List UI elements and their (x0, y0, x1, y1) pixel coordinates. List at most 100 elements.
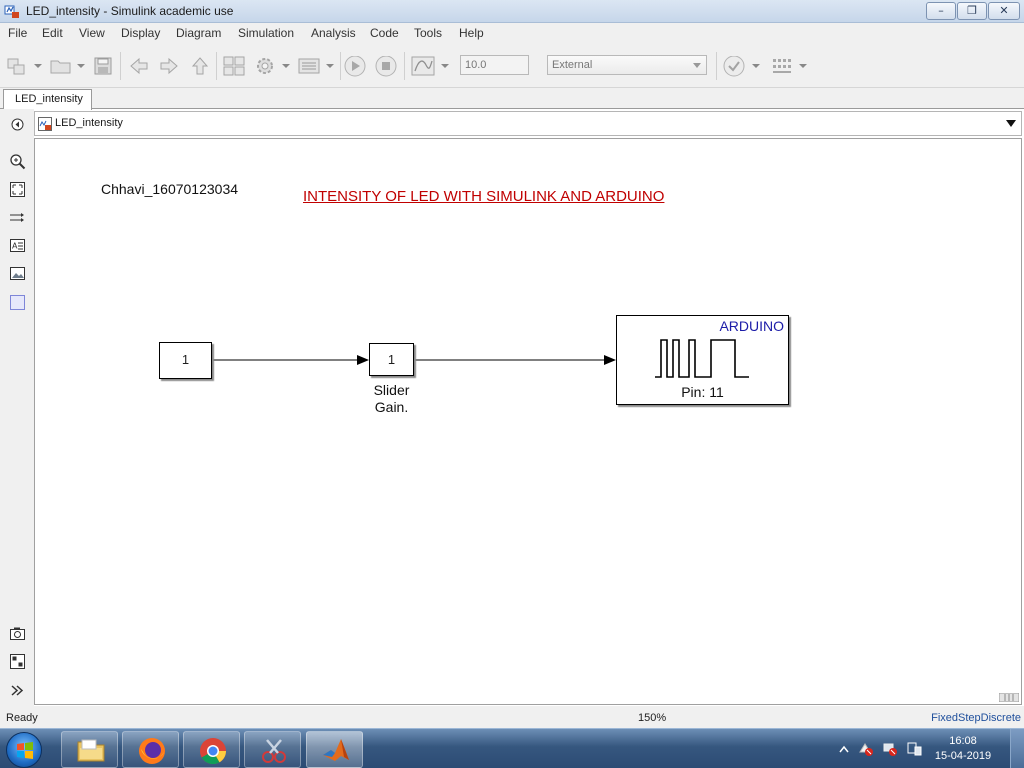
firefox-icon (139, 738, 165, 764)
model-explorer-button[interactable] (297, 56, 337, 76)
resize-grip-icon[interactable] (999, 693, 1019, 702)
model-advisor-button[interactable] (723, 56, 763, 77)
menu-display[interactable]: Display (121, 26, 161, 40)
network-icon[interactable] (882, 742, 898, 756)
constant-value: 1 (181, 352, 190, 367)
address-bar: LED_intensity (34, 111, 1022, 136)
pwm-wave-icon (655, 339, 749, 378)
arrow-head-icon (604, 355, 616, 365)
title-bar: LED_intensity - Simulink academic use – … (0, 0, 1024, 23)
zoom-icon[interactable] (9, 153, 26, 170)
show-desktop-button[interactable] (1010, 729, 1024, 768)
toolbar-separator (404, 52, 405, 80)
stop-icon (375, 56, 397, 77)
hide-explorer-bar-icon[interactable] (9, 116, 26, 133)
taskbar-firefox[interactable] (122, 731, 179, 768)
toolbar: 10.0 External (0, 44, 1024, 88)
taskbar: 16:08 15-04-2019 (0, 728, 1024, 768)
clock-time: 16:08 (949, 735, 977, 747)
model-browser-icon[interactable] (9, 653, 26, 670)
forward-button[interactable] (159, 56, 179, 76)
stop-time-field[interactable]: 10.0 (460, 55, 529, 75)
menu-edit[interactable]: Edit (42, 26, 63, 40)
gear-icon (257, 58, 290, 74)
arrow-right-icon (160, 57, 178, 75)
arduino-pin-label: Pin: 11 (681, 384, 724, 400)
toolbar-separator (716, 52, 717, 80)
left-palette: A (0, 109, 34, 706)
constant-block[interactable]: 1 (159, 342, 212, 379)
windows-logo-icon (17, 742, 33, 759)
model-canvas[interactable]: Chhavi_16070123034 INTENSITY OF LED WITH… (34, 138, 1022, 705)
toolbar-separator (120, 52, 121, 80)
close-icon: ✕ (999, 4, 1009, 17)
taskbar-matlab[interactable] (306, 731, 363, 768)
model-settings-button[interactable] (254, 56, 294, 76)
system-clock[interactable]: 16:08 15-04-2019 (928, 734, 998, 764)
close-button[interactable]: ✕ (988, 2, 1020, 20)
zoom-level: 150% (638, 712, 667, 724)
taskbar-file-explorer[interactable] (61, 731, 118, 768)
annotation-icon[interactable]: A (9, 237, 26, 254)
status-bar: Ready 150% FixedStepDiscrete (0, 706, 1024, 728)
menu-bar: File Edit View Display Diagram Simulatio… (0, 23, 1024, 44)
device-icon[interactable] (906, 742, 922, 756)
area-icon[interactable] (9, 294, 26, 311)
open-model-button[interactable] (50, 56, 88, 76)
image-icon[interactable] (9, 265, 26, 282)
menu-file[interactable]: File (8, 26, 28, 40)
signal-lines (213, 355, 616, 365)
author-annotation[interactable]: Chhavi_16070123034 (101, 181, 239, 197)
menu-help[interactable]: Help (459, 26, 484, 40)
arduino-pwm-block[interactable]: ARDUINO Pin: 11 (616, 315, 789, 405)
scope-button[interactable] (411, 56, 451, 76)
arrow-up-icon (191, 57, 209, 75)
matlab-icon (323, 739, 349, 761)
expand-palette-icon[interactable] (9, 682, 26, 699)
menu-analysis[interactable]: Analysis (311, 26, 356, 40)
tab-led-intensity[interactable]: LED_intensity (3, 89, 92, 110)
gain-block-label[interactable]: Slider Gain. (373, 382, 410, 415)
library-browser-icon (223, 56, 245, 76)
start-button[interactable] (6, 732, 42, 768)
run-button[interactable] (344, 56, 366, 77)
build-button[interactable] (771, 56, 811, 76)
camera-icon[interactable] (9, 625, 26, 642)
menu-code[interactable]: Code (370, 26, 399, 40)
arduino-header: ARDUINO (719, 318, 784, 334)
minimize-button[interactable]: – (926, 2, 956, 20)
scissors-icon (262, 739, 286, 763)
back-button[interactable] (129, 56, 149, 76)
model-explorer-icon (298, 58, 334, 74)
library-browser-button[interactable] (223, 56, 245, 76)
new-model-icon (7, 58, 42, 75)
fit-to-view-icon[interactable] (9, 181, 26, 198)
gain-block[interactable]: 1 (369, 343, 414, 376)
maximize-button[interactable]: ❐ (957, 2, 987, 20)
menu-diagram[interactable]: Diagram (176, 26, 222, 40)
simulation-mode-select[interactable]: External (547, 55, 707, 75)
route-lines-icon[interactable] (9, 209, 26, 226)
save-button[interactable] (93, 56, 113, 76)
menu-tools[interactable]: Tools (414, 26, 443, 40)
title-annotation[interactable]: INTENSITY OF LED WITH SIMULINK AND ARDUI… (303, 188, 665, 205)
menu-simulation[interactable]: Simulation (238, 26, 295, 40)
chrome-icon (200, 738, 227, 765)
taskbar-snipping-tool[interactable] (244, 731, 301, 768)
menu-view[interactable]: View (79, 26, 105, 40)
new-model-button[interactable] (6, 56, 44, 76)
action-center-icon[interactable] (858, 742, 874, 756)
toolbar-separator (216, 52, 217, 80)
build-grid-icon (773, 59, 807, 73)
taskbar-chrome[interactable] (183, 731, 240, 768)
stop-button[interactable] (375, 56, 397, 77)
up-button[interactable] (190, 56, 210, 76)
chevron-down-icon[interactable] (1006, 120, 1016, 127)
show-hidden-icons[interactable] (836, 742, 852, 756)
breadcrumb[interactable]: LED_intensity (55, 117, 123, 129)
play-icon (344, 56, 366, 77)
checkmark-icon (723, 56, 760, 77)
tab-strip: LED_intensity (0, 88, 1024, 110)
status-text: Ready (6, 712, 38, 724)
solver-link[interactable]: FixedStepDiscrete (931, 712, 1021, 724)
